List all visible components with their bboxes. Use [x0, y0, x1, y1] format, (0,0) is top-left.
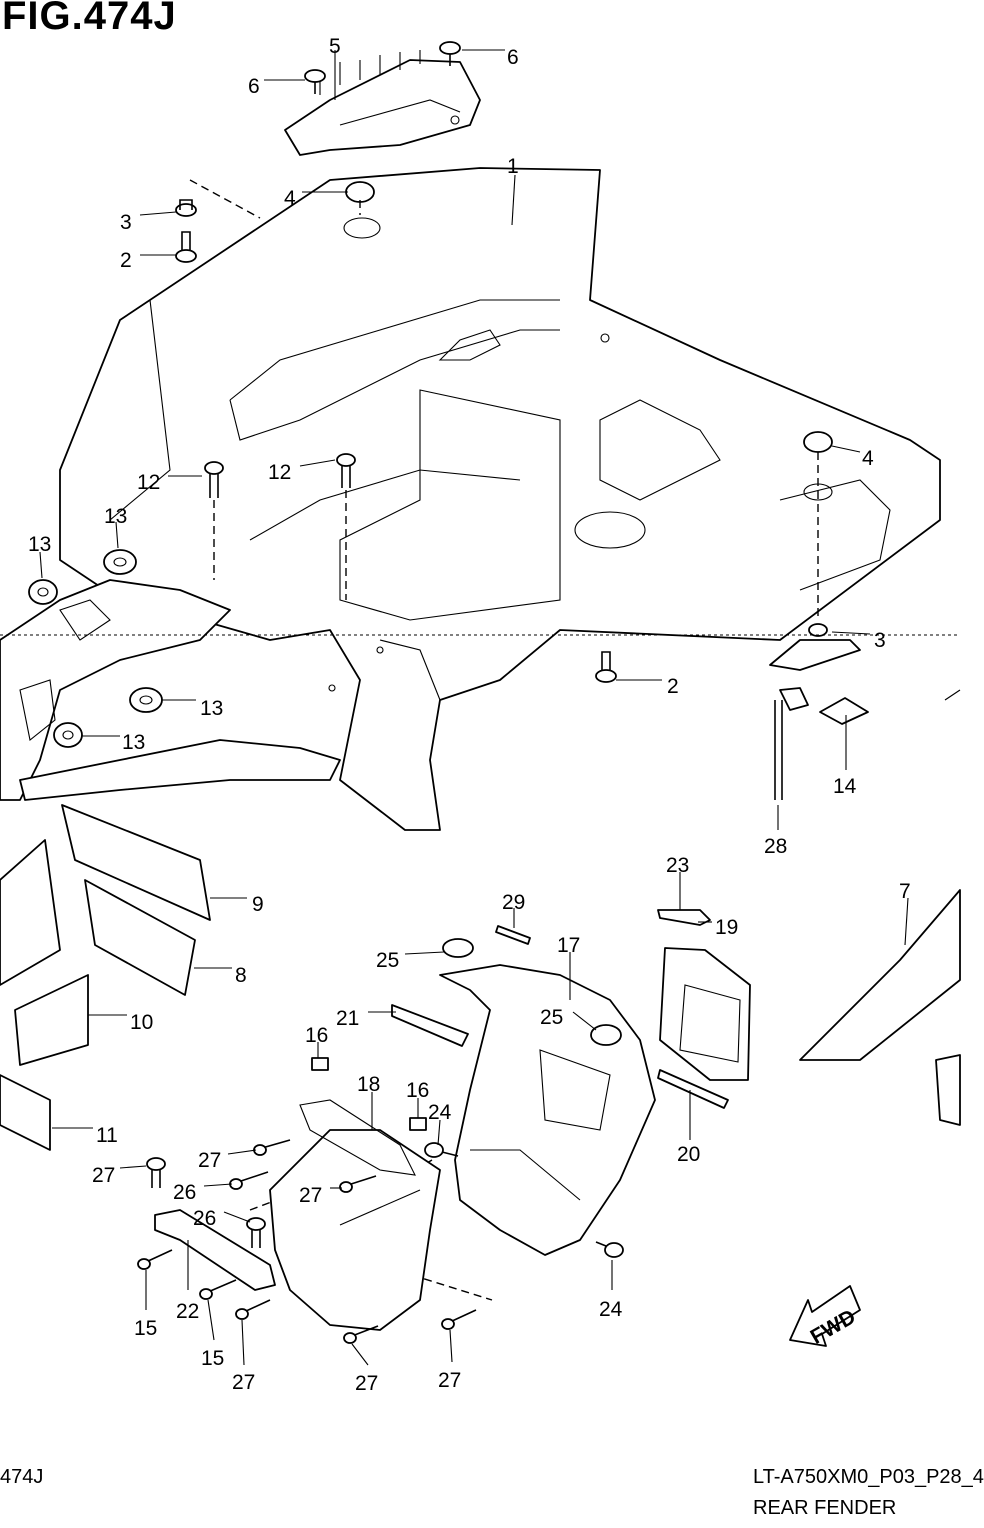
- callout-leader: [203, 1183, 233, 1187]
- callout-number: 28: [764, 835, 787, 858]
- harness-part: [769, 639, 961, 800]
- callout-number: 27: [198, 1149, 221, 1172]
- callout-leader: [904, 897, 909, 946]
- side-panel-part: [799, 889, 961, 1126]
- callout-number: 23: [666, 854, 689, 877]
- callout-number: 27: [232, 1371, 255, 1394]
- callout-number: 17: [557, 934, 580, 957]
- callout-number: 4: [862, 447, 874, 470]
- callout-number: 5: [329, 35, 341, 58]
- callout-number: 22: [176, 1300, 199, 1323]
- callout-number: 8: [235, 964, 247, 987]
- callout-leader: [572, 1011, 597, 1031]
- figure-footer-left: 474J: [0, 1466, 44, 1488]
- callout-number: 20: [677, 1143, 700, 1166]
- leader-lines: [39, 49, 909, 1366]
- figure-code: LT-A750XM0_P03_P28_4: [753, 1466, 984, 1488]
- callout-number: 10: [130, 1011, 153, 1034]
- callout-number: 25: [540, 1006, 563, 1029]
- figure-title: FIG.474J: [2, 0, 177, 38]
- callout-leader: [139, 211, 177, 216]
- callout-number: 13: [122, 731, 145, 754]
- callout-leader: [227, 1149, 257, 1155]
- rear-fender-main: [59, 167, 941, 831]
- fastener-icon: [175, 181, 833, 683]
- mud-flap-part: [269, 1099, 441, 1331]
- bracket-22: [154, 1209, 276, 1291]
- callout-number: 2: [120, 249, 132, 272]
- callout-leader: [207, 1299, 215, 1341]
- strip-part: [391, 909, 729, 1109]
- callout-number: 24: [428, 1101, 452, 1124]
- callout-number: 19: [715, 916, 738, 939]
- callout-number: 12: [268, 461, 291, 484]
- callout-leader: [223, 1211, 251, 1223]
- callout-number: 2: [667, 675, 679, 698]
- callout-number: 27: [299, 1184, 322, 1207]
- callout-number: 13: [28, 533, 51, 556]
- callout-number: 7: [899, 880, 911, 903]
- callout-number: 13: [200, 697, 223, 720]
- callout-leader: [831, 631, 871, 635]
- callout-leader: [299, 459, 336, 467]
- callout-leader: [449, 1329, 453, 1363]
- callout-number: 11: [96, 1124, 118, 1147]
- callout-leader: [831, 445, 861, 453]
- callout-leader: [351, 1343, 369, 1366]
- callout-number: 26: [173, 1181, 196, 1204]
- figure-name: REAR FENDER: [753, 1497, 897, 1519]
- callout-leader: [119, 1165, 147, 1169]
- callout-number: 15: [201, 1347, 224, 1370]
- callout-number: 27: [355, 1372, 378, 1395]
- callout-number: 21: [336, 1007, 359, 1030]
- callout-number: 15: [134, 1317, 157, 1340]
- panel-part: [659, 947, 751, 1081]
- callout-number: 13: [104, 505, 127, 528]
- callout-leader: [39, 551, 43, 579]
- callout-leader: [437, 1119, 441, 1146]
- callout-number: 4: [284, 187, 296, 210]
- callout-number: 16: [406, 1079, 429, 1102]
- callout-number: 16: [305, 1024, 328, 1047]
- diagram-drawing: FWD 566143212124131313132314289810112329…: [0, 35, 961, 1395]
- callout-number: 29: [502, 891, 525, 914]
- callout-number: 6: [507, 46, 519, 69]
- callout-number: 26: [193, 1207, 216, 1230]
- bracket-part: [284, 50, 481, 156]
- callout-number: 9: [252, 893, 264, 916]
- callout-leader: [511, 174, 516, 226]
- callout-number: 18: [357, 1073, 380, 1096]
- callout-number: 3: [874, 629, 886, 652]
- callout-leader: [404, 951, 445, 955]
- bolt-icon: [304, 41, 461, 94]
- callout-number: 3: [120, 211, 132, 234]
- callout-number: 25: [376, 949, 399, 972]
- decal-part: [0, 804, 211, 1151]
- callout-number: 14: [833, 775, 857, 798]
- callout-number: 27: [438, 1369, 461, 1392]
- callout-number: 12: [137, 471, 160, 494]
- callout-leader: [241, 1319, 245, 1366]
- callout-number: 6: [248, 75, 260, 98]
- callout-number: 1: [507, 155, 519, 178]
- rear-frame-left: [0, 579, 341, 801]
- screw-icon: [137, 1057, 624, 1344]
- callout-leader: [115, 521, 119, 549]
- grommet-icon: [28, 549, 163, 748]
- callout-number: 27: [92, 1164, 115, 1187]
- callout-number: 24: [599, 1298, 623, 1321]
- forward-direction-arrow: FWD: [789, 1285, 861, 1349]
